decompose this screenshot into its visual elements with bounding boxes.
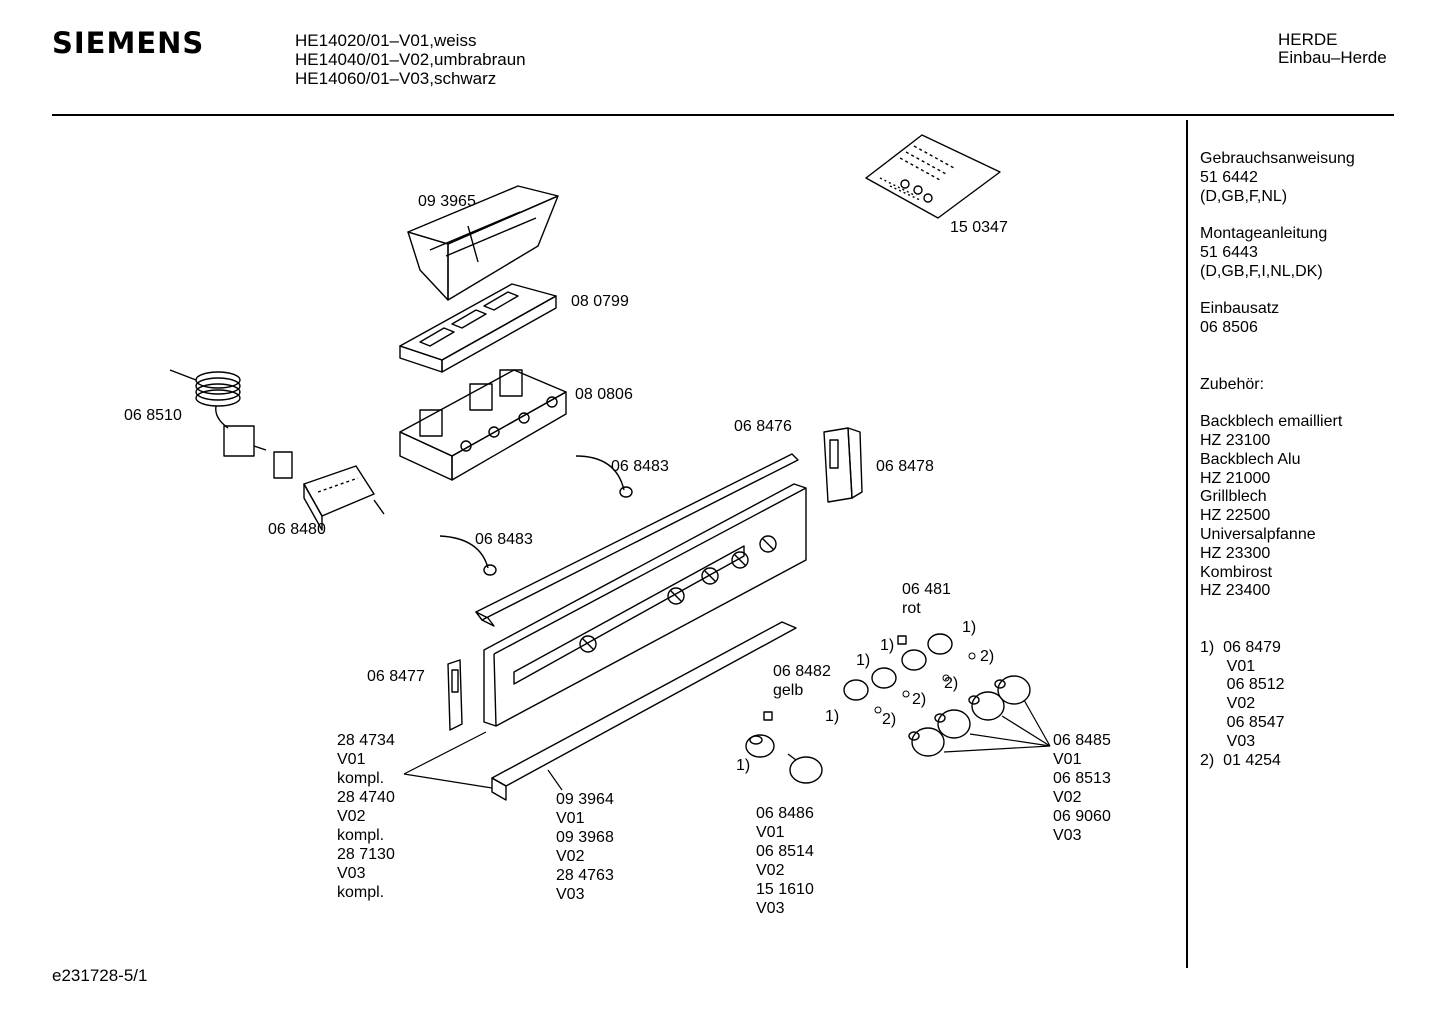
sidebar-line [1200, 601, 1355, 620]
part-label-thermostat: 06 8510 [124, 407, 182, 424]
bottom-strip [491, 621, 797, 801]
category-line: HERDE [1278, 30, 1338, 49]
part-label-screw-bag: 15 0347 [950, 219, 1008, 236]
model-line: HE14020/01–V01,weiss [295, 31, 477, 50]
switch-frame [399, 283, 557, 373]
model-line: HE14060/01–V03,schwarz [295, 69, 497, 88]
exploded-parts-drawing [169, 134, 1051, 801]
sidebar-line: 51 6443 [1200, 243, 1258, 261]
sidebar-line [1200, 282, 1355, 301]
sidebar-line: 06 8547 [1200, 713, 1285, 731]
sidebar-line: Zubehör: [1200, 375, 1265, 393]
note-ref-2: 2) [944, 675, 959, 692]
sidebar-line: HZ 21000 [1200, 469, 1271, 487]
side-bracket-right [823, 427, 863, 503]
sidebar-line [1200, 338, 1355, 357]
part-label-frame: 08 0799 [571, 293, 629, 310]
sidebar-line: Backblech emailliert [1200, 413, 1343, 431]
part-label-knob-yellow: 06 8482 [773, 663, 831, 680]
switch-block [399, 369, 567, 481]
brand-logo: SIEMENS [52, 26, 205, 60]
signal-lamp-upper [575, 455, 633, 498]
sidebar-divider [1186, 120, 1188, 968]
part-label-knob-red: 06 481 [902, 581, 951, 598]
part-label-top-strip: 06 8476 [734, 418, 792, 435]
selector-switch [273, 451, 385, 531]
category: HERDE Einbau–Herde [1278, 31, 1387, 67]
sidebar-line: HZ 23100 [1200, 431, 1271, 449]
note-ref-1: 1) [880, 637, 895, 654]
sidebar-line: Grillblech [1200, 488, 1267, 506]
header-divider [52, 114, 1394, 116]
sidebar-line: (D,GB,F,NL) [1200, 187, 1288, 205]
part-label-lamp-upper: 06 8483 [611, 458, 669, 475]
sidebar-line [1200, 357, 1355, 376]
panel-leaders [403, 731, 563, 791]
sidebar-line: HZ 22500 [1200, 507, 1271, 525]
sidebar-line: HZ 23400 [1200, 582, 1271, 600]
tray [407, 185, 559, 301]
sidebar-line [1200, 620, 1355, 639]
note-ref-1: 1) [856, 652, 871, 669]
signal-lamp-lower [439, 535, 497, 576]
side-bracket-left [447, 659, 463, 731]
part-label-tray: 09 3965 [418, 193, 476, 210]
part-label-color-red: rot [902, 600, 921, 617]
sidebar-line: Kombirost [1200, 563, 1273, 581]
sidebar-line: 2) 01 4254 [1200, 751, 1281, 769]
sidebar-line: (D,GB,F,I,NL,DK) [1200, 262, 1323, 280]
sidebar-line [1200, 206, 1355, 225]
note-ref-1: 1) [962, 619, 977, 636]
model-list: HE14020/01–V01,weiss HE14040/01–V02,umbr… [295, 31, 526, 88]
sidebar-line: 1) 06 8479 [1200, 638, 1281, 656]
sidebar-line: 06 8506 [1200, 319, 1258, 337]
part-label-switch-block: 08 0806 [575, 386, 633, 403]
part-label-right-bracket: 06 8478 [876, 458, 934, 475]
note-ref-2: 2) [980, 648, 995, 665]
part-label-color-yellow: gelb [773, 682, 804, 699]
sidebar-line: Montageanleitung [1200, 225, 1328, 243]
knob-leaders [943, 699, 1051, 753]
category-line: Einbau–Herde [1278, 48, 1387, 67]
control-panel [483, 483, 807, 727]
note-ref-1: 1) [825, 708, 840, 725]
model-line: HE14040/01–V02,umbrabraun [295, 50, 526, 69]
top-strip [475, 453, 799, 627]
sidebar-line: V03 [1200, 732, 1256, 750]
sidebar-line: 06 8512 [1200, 676, 1285, 694]
document-id: e231728-5/1 [52, 966, 148, 985]
knob-large [908, 675, 1031, 757]
sidebar-line: 51 6442 [1200, 168, 1258, 186]
thermostat [169, 369, 267, 457]
sidebar-line: Gebrauchsanweisung [1200, 150, 1355, 167]
sidebar-line: Einbausatz [1200, 300, 1280, 318]
sidebar-line: HZ 23300 [1200, 544, 1271, 562]
sidebar-line: V01 [1200, 657, 1256, 675]
screw-bag [865, 134, 1001, 219]
sidebar-line: V02 [1200, 695, 1256, 713]
sidebar-line [1200, 394, 1355, 413]
sidebar-line: Universalpfanne [1200, 525, 1316, 543]
part-label-left-bracket: 06 8477 [367, 668, 425, 685]
part-label-switch: 06 8480 [268, 521, 326, 538]
sidebar-line: Backblech Alu [1200, 450, 1301, 468]
part-label-lamp-lower: 06 8483 [475, 531, 533, 548]
note-ref-2: 2) [912, 691, 927, 708]
washers [874, 652, 976, 714]
note-ref-2: 2) [882, 711, 897, 728]
note-ref-1: 1) [736, 757, 751, 774]
knob-small [745, 633, 953, 784]
